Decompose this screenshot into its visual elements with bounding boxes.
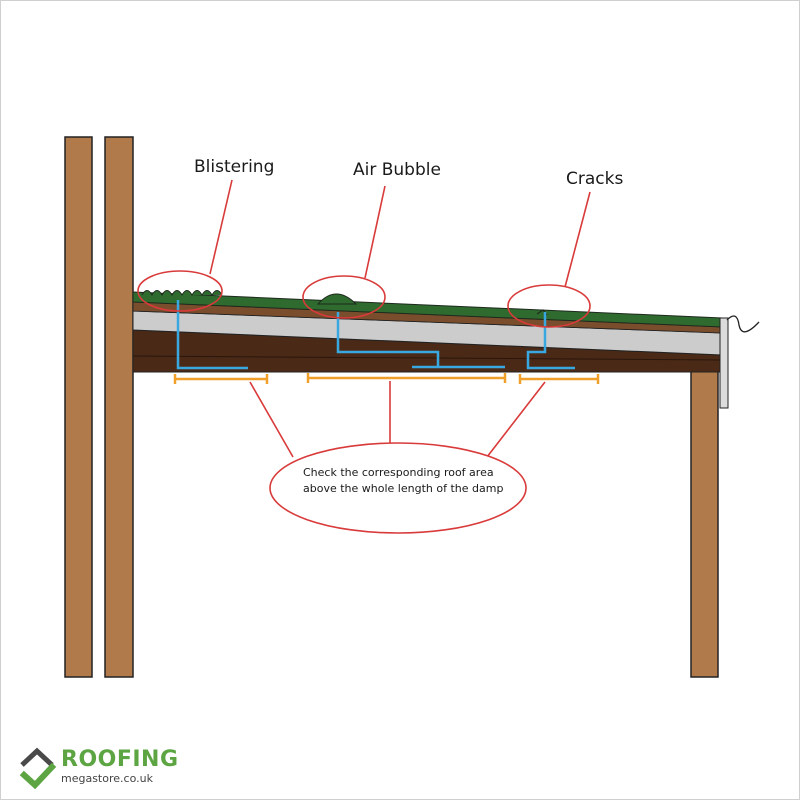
brand-logo: ROOFING megastore.co.uk bbox=[18, 745, 198, 791]
damp-span-1 bbox=[173, 374, 269, 384]
wall-post-outer bbox=[64, 136, 93, 678]
fascia-board bbox=[719, 317, 729, 409]
logo-wordmark: ROOFING bbox=[61, 747, 179, 772]
joist-line bbox=[132, 355, 723, 361]
logo-house-check-icon bbox=[19, 747, 57, 790]
callout-ellipse-blistering bbox=[137, 270, 223, 312]
right-support-post bbox=[690, 369, 719, 678]
leader-note-3 bbox=[486, 381, 546, 458]
wall-post-inner bbox=[104, 136, 134, 678]
damp-span-3 bbox=[518, 374, 600, 384]
water-path-air-bubble bbox=[336, 312, 505, 369]
callout-ellipse-cracks bbox=[507, 284, 591, 328]
damp-span-2 bbox=[306, 373, 507, 383]
air-bubble-dome bbox=[316, 293, 358, 305]
label-blistering: Blistering bbox=[194, 157, 275, 177]
leader-air-bubble bbox=[364, 185, 386, 279]
note-text: Check the corresponding roof area above … bbox=[303, 466, 504, 495]
drip-edge bbox=[726, 315, 760, 333]
leader-note-1 bbox=[249, 381, 294, 458]
leader-blistering bbox=[209, 179, 233, 275]
leader-cracks bbox=[564, 191, 591, 288]
logo-domain: megastore.co.uk bbox=[61, 772, 153, 785]
blistering-bumps bbox=[141, 290, 223, 297]
water-path-cracks bbox=[526, 312, 575, 370]
callout-ellipse-air-bubble bbox=[302, 275, 386, 319]
water-path-blistering bbox=[176, 300, 248, 370]
label-air-bubble: Air Bubble bbox=[353, 160, 441, 180]
label-cracks: Cracks bbox=[566, 169, 624, 189]
note-ellipse bbox=[269, 442, 527, 534]
